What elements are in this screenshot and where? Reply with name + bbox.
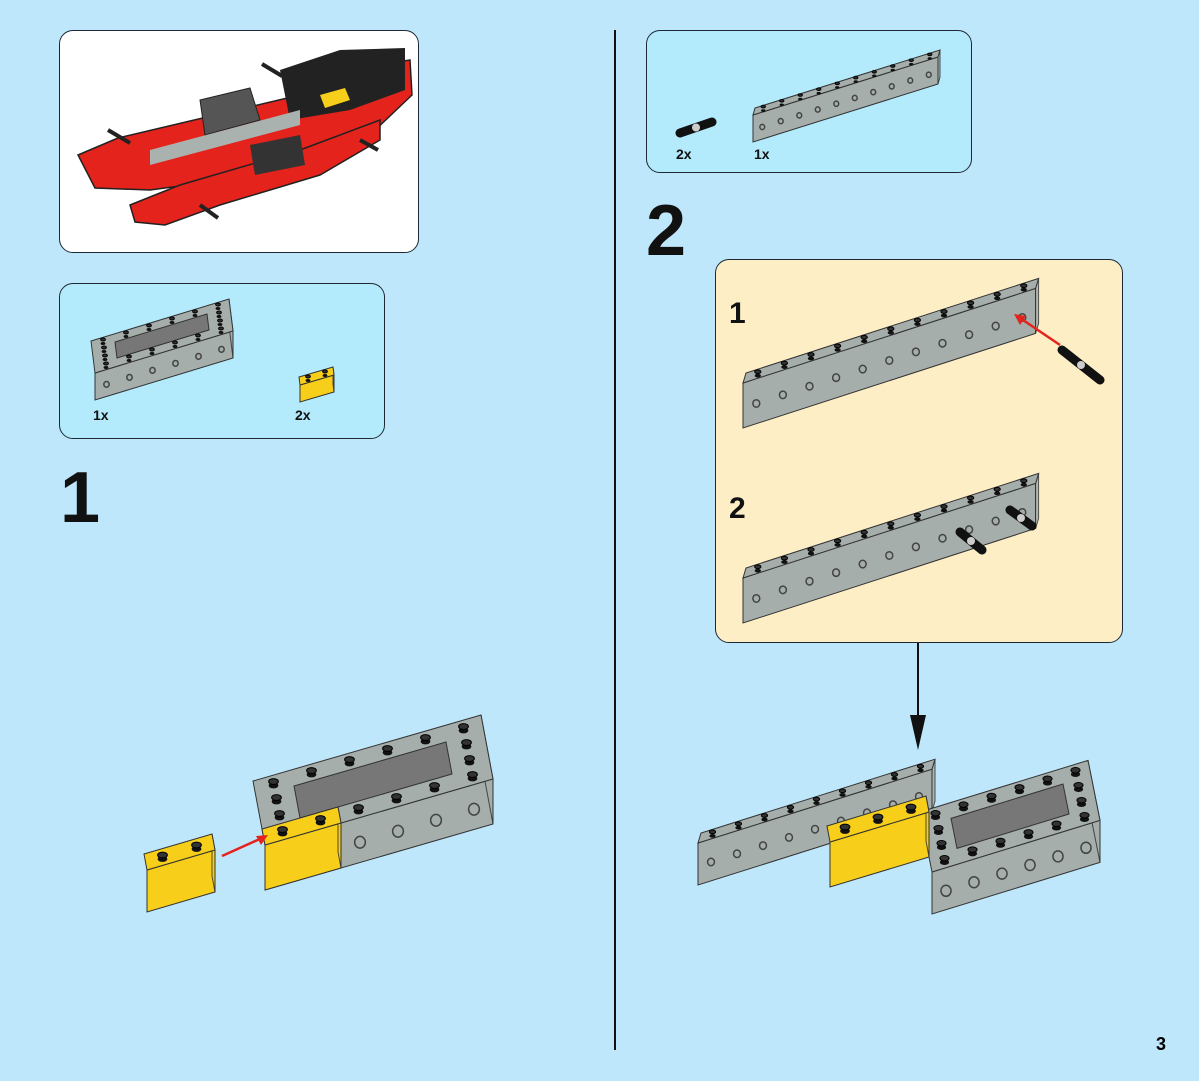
substep-number-1: 1 bbox=[729, 297, 746, 330]
column-divider bbox=[614, 30, 616, 1050]
part-count-beam: 1x bbox=[754, 146, 770, 162]
frame-step-2 bbox=[919, 759, 1101, 915]
pin-inserted-2 bbox=[1005, 505, 1037, 531]
yellow-bricks-step-2 bbox=[826, 795, 930, 888]
step-number-1: 1 bbox=[60, 458, 101, 538]
pin-inserted-1 bbox=[955, 527, 987, 555]
frame-step-1 bbox=[252, 714, 494, 891]
part-yellow-brick bbox=[298, 366, 335, 403]
part-technic-pin bbox=[675, 117, 717, 138]
insert-arrow-step-1 bbox=[221, 835, 268, 858]
beam-substep-1 bbox=[742, 277, 1040, 429]
part-frame-4x6 bbox=[90, 298, 234, 401]
beam-substep-2 bbox=[742, 472, 1040, 624]
pin-substep-1 bbox=[1057, 345, 1105, 385]
substep-number-2: 2 bbox=[729, 492, 746, 525]
page-number: 3 bbox=[1156, 1034, 1167, 1054]
step-number-2: 2 bbox=[646, 191, 687, 271]
yellow-brick-loose bbox=[143, 833, 216, 913]
part-count-pin: 2x bbox=[676, 146, 692, 162]
yellow-brick-attached bbox=[261, 806, 342, 891]
beam-step-2 bbox=[697, 758, 936, 886]
insert-arrow-substep-1 bbox=[1014, 314, 1061, 347]
model-preview-illustration bbox=[76, 48, 413, 226]
part-count-frame: 1x bbox=[93, 407, 109, 423]
part-beam-1x10 bbox=[752, 49, 941, 143]
part-count-yellow-brick: 2x bbox=[295, 407, 311, 423]
down-arrow bbox=[910, 643, 926, 750]
